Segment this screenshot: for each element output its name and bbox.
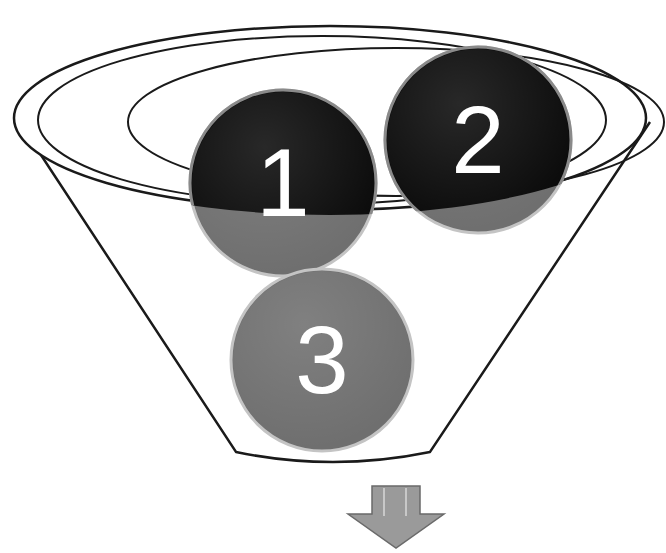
circle-number: 1 (256, 135, 309, 231)
down-arrow (348, 486, 444, 548)
arrow-highlight (383, 488, 385, 516)
circle-fill (190, 90, 376, 276)
arrow-highlight (405, 488, 407, 516)
circle-gloss (233, 271, 411, 449)
circle-number: 3 (295, 312, 348, 408)
circle-dark-top (385, 47, 571, 233)
circle-fill (385, 47, 571, 233)
circle-gloss (387, 49, 569, 231)
number-circle: 1 (188, 88, 378, 278)
number-circle: 2 (383, 45, 573, 235)
number-circle: 3 (229, 267, 415, 453)
circle-gloss (192, 92, 374, 274)
circle-fill (231, 269, 413, 451)
circle-number: 2 (451, 92, 504, 188)
circle-dark-top (190, 90, 376, 276)
